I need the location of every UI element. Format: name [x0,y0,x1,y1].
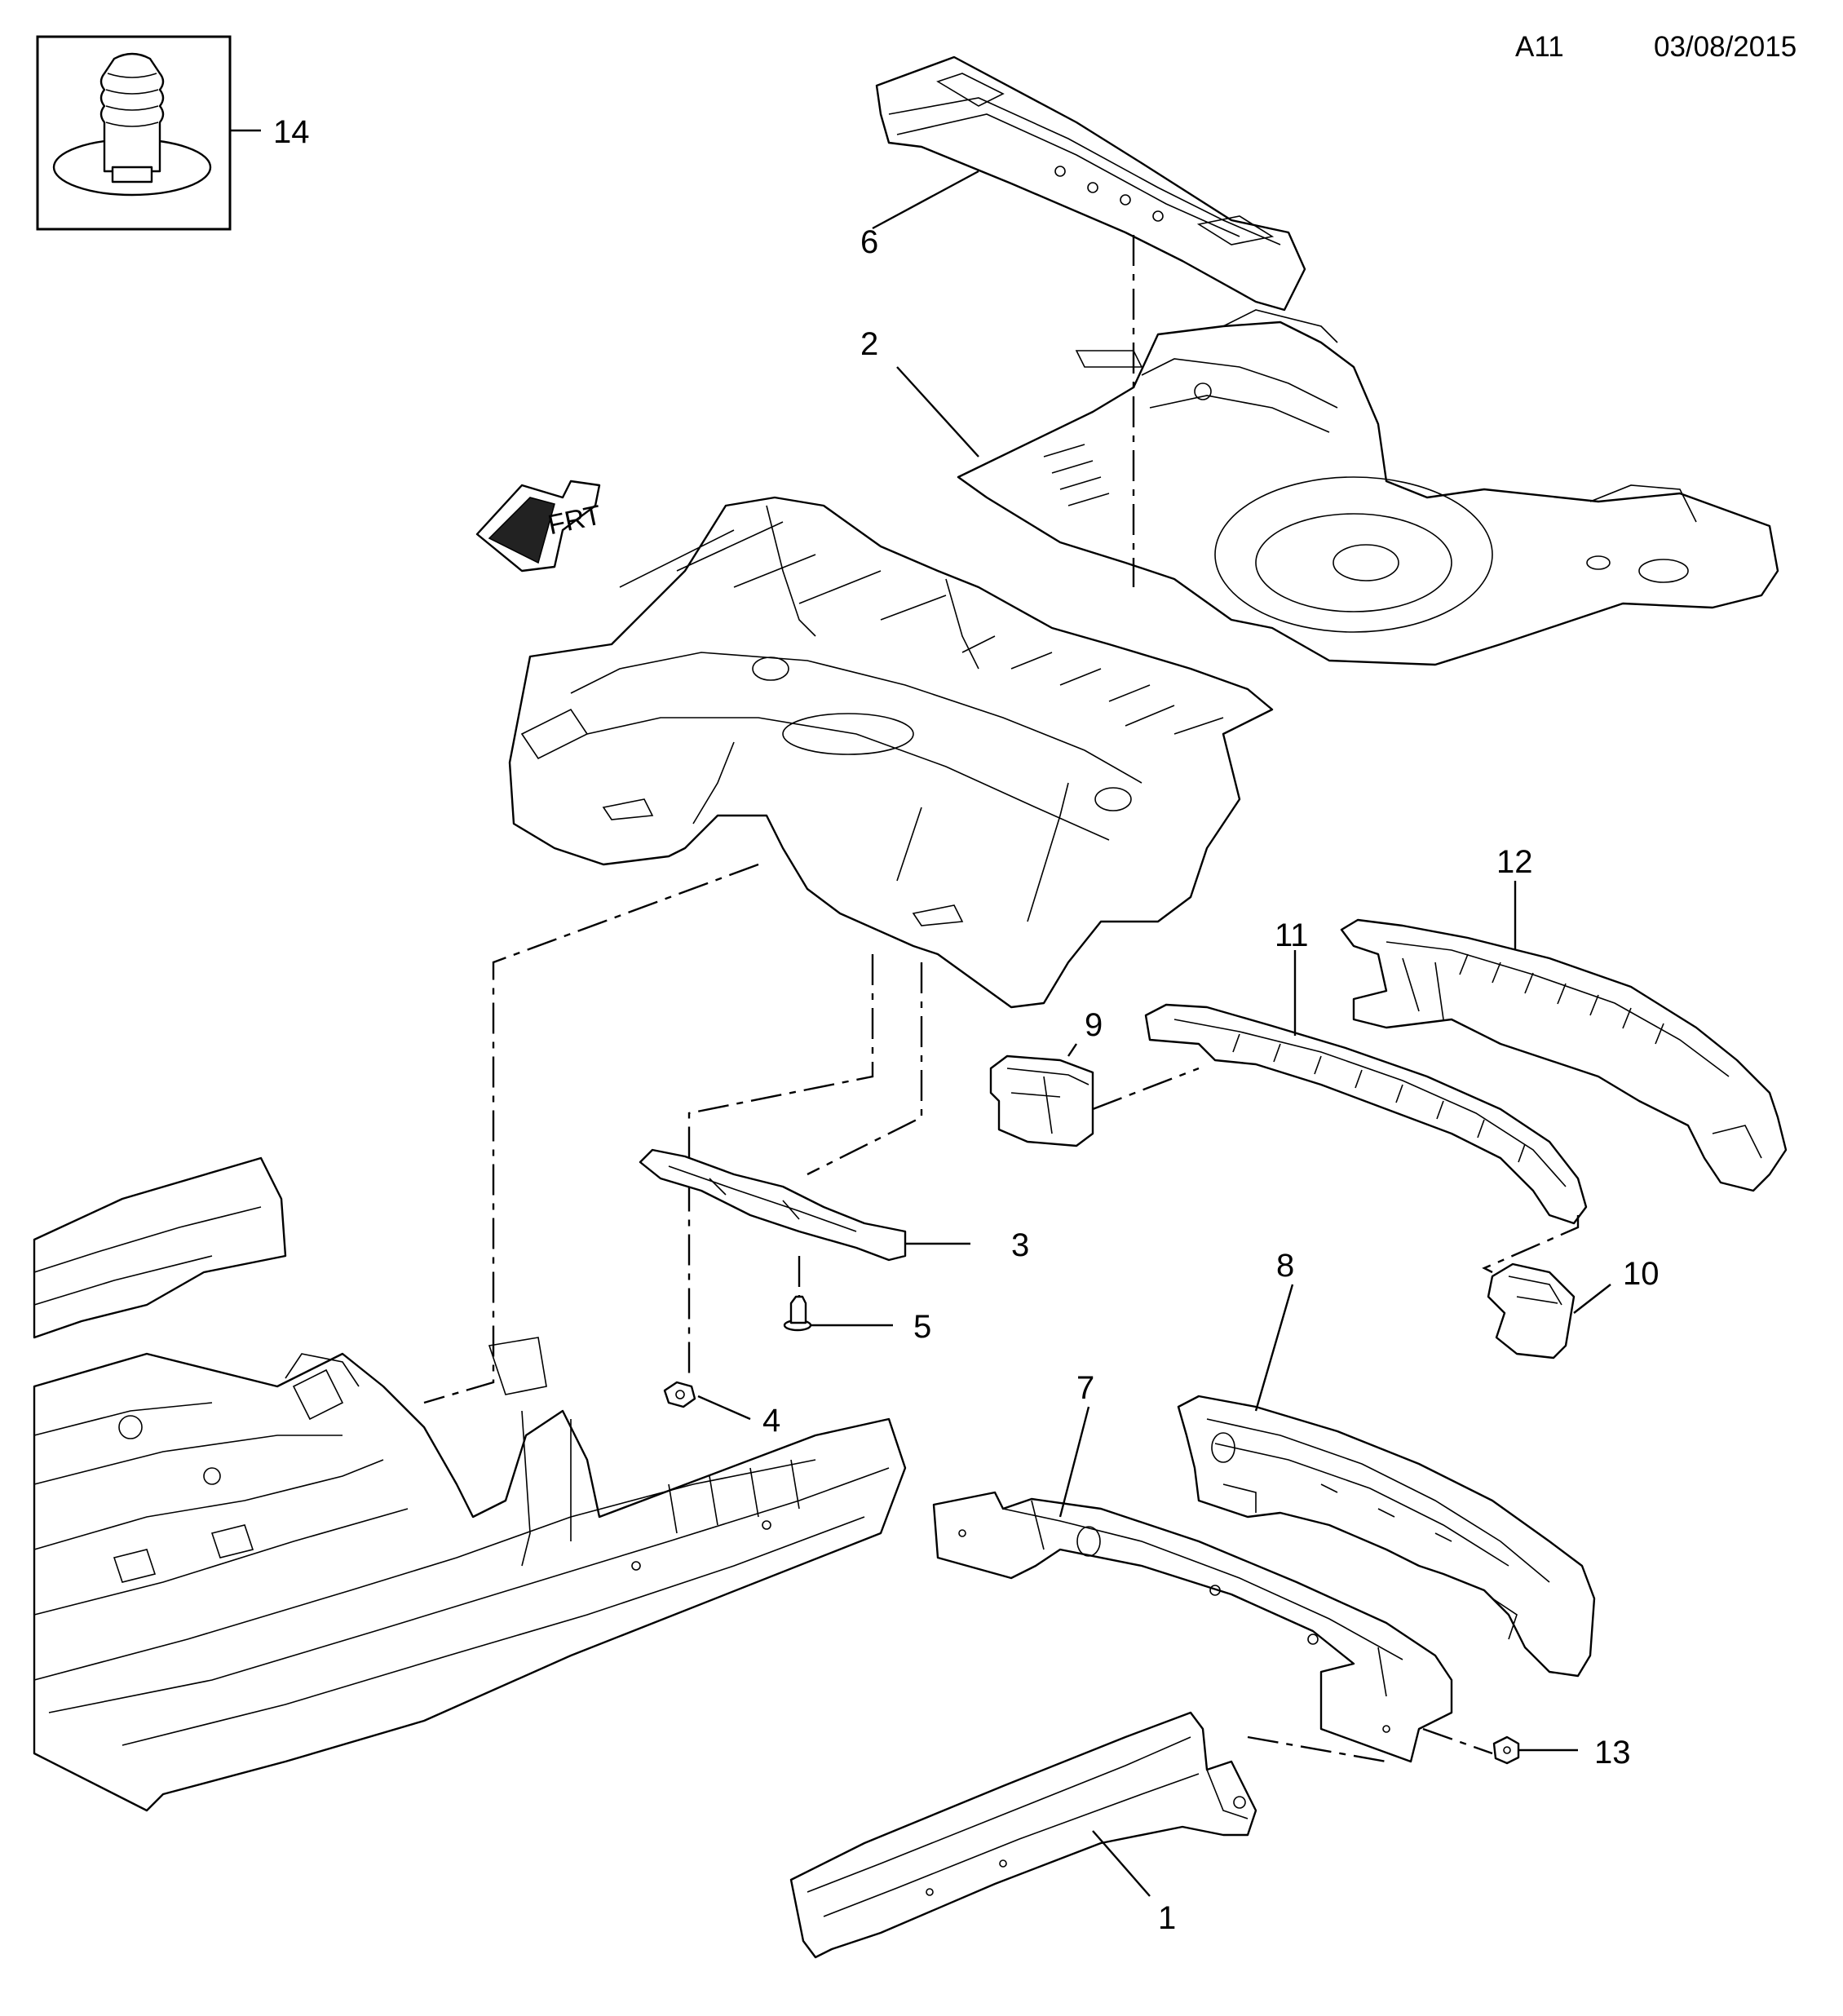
leader-8 [1254,1284,1294,1412]
part-6-rear-crossmember[interactable] [875,55,1306,312]
dash-1-7 [1247,1735,1387,1763]
part-4-nut[interactable] [663,1381,696,1408]
dash-floor-rocker [423,863,759,1404]
leader-10 [1573,1284,1611,1314]
part-8-bumper-reinforcement[interactable] [1177,1395,1596,1678]
dash-floor-4 [687,954,874,1378]
part-5-clip[interactable] [783,1295,812,1332]
callout-10: 10 [1623,1256,1660,1292]
leader-7 [1059,1406,1090,1518]
callout-1: 1 [1158,1900,1176,1936]
part-9-bracket[interactable] [989,1054,1094,1147]
callout-7: 7 [1076,1370,1094,1406]
dash-11-10 [1482,1215,1580,1274]
callout-5: 5 [913,1309,931,1345]
leader-4 [697,1395,751,1421]
callout-6: 6 [860,224,878,260]
part-13-nut[interactable] [1492,1735,1520,1765]
part-10-bracket[interactable] [1487,1262,1576,1359]
part-11-absorber[interactable] [1144,1003,1588,1225]
dash-9-11 [1092,1067,1200,1111]
part-3-floor-bracket[interactable] [639,1148,907,1262]
callout-13: 13 [1594,1735,1631,1771]
callout-11: 11 [1275,917,1309,953]
callout-3: 3 [1011,1227,1029,1263]
leader-6 [872,170,979,230]
diagram-date: 03/08/2015 [1654,31,1797,63]
callout-14: 14 [273,114,310,150]
main-floor-assembly[interactable] [508,496,1274,1009]
part-1-rear-rail[interactable] [789,1711,1257,1959]
callout-8: 8 [1276,1248,1294,1284]
body-side-rocker-assembly [33,1156,907,1812]
inset-clip-14[interactable]: 14 [36,35,310,231]
front-direction-arrow: FRT [475,480,604,573]
leader-1 [1092,1830,1151,1897]
part-2-rear-floor-panel[interactable] [957,309,1779,666]
dash-7-13 [1422,1727,1493,1755]
diagram-code: A11 [1515,31,1564,63]
leader-9 [1067,1043,1077,1057]
callout-12: 12 [1496,844,1533,880]
callout-2: 2 [860,326,878,362]
callout-4: 4 [762,1403,780,1439]
part-12-impact-absorber[interactable] [1340,918,1788,1192]
part-7-bumper-beam[interactable] [932,1491,1453,1763]
dash-floor-3 [807,962,923,1176]
callout-9: 9 [1085,1007,1103,1043]
leader-2 [896,366,979,458]
